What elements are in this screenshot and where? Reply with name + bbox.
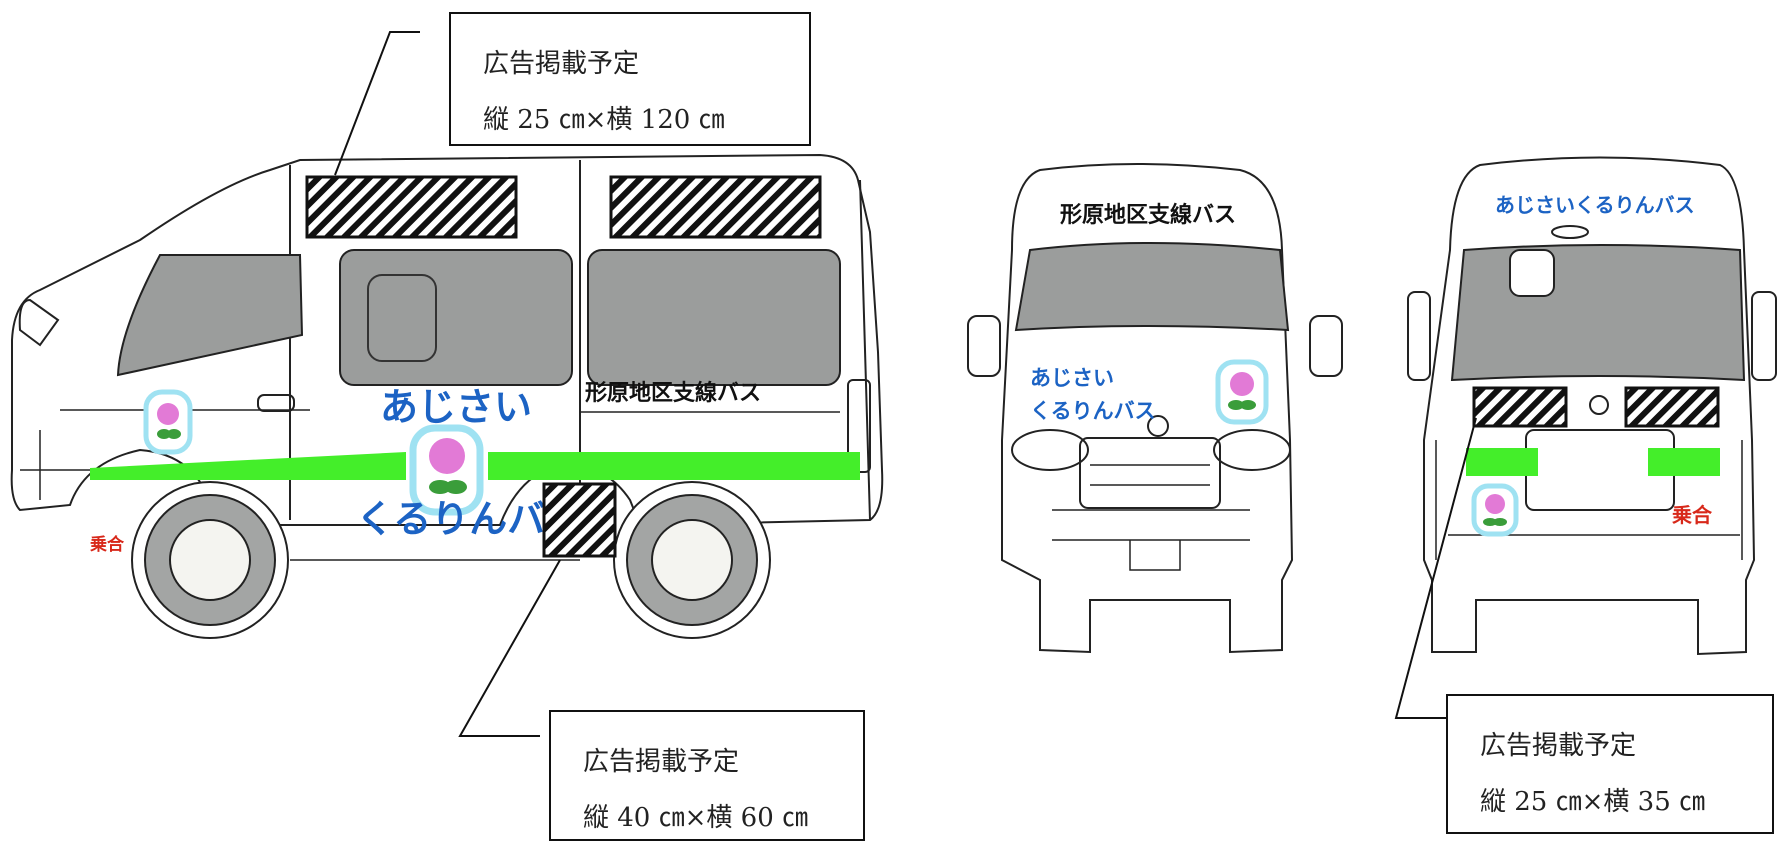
leader-line-roof	[334, 31, 420, 176]
front-brand-line1: あじさい	[1030, 366, 1114, 390]
side-small-badge	[143, 389, 193, 455]
rear-plate-mark: 乗合	[1672, 503, 1713, 527]
callout-rear-size: 縦 25 ㎝×横 35 ㎝	[1480, 787, 1706, 817]
rear-brand: あじさいくるりんバス	[1495, 193, 1695, 217]
side-window-rear	[587, 249, 841, 386]
side-mirror	[18, 298, 60, 347]
rear-ad-right	[1624, 386, 1720, 428]
rear-mirror-left	[1407, 291, 1431, 381]
side-brand-top: あじさい	[380, 385, 532, 429]
side-ad-roof-rear	[609, 175, 822, 239]
callout-roof-ad: 広告掲載予定 縦 25 ㎝×横 120 ㎝	[449, 12, 811, 146]
callout-door-ad: 広告掲載予定 縦 40 ㎝×横 60 ㎝	[549, 710, 865, 841]
front-mirror-right	[1309, 315, 1343, 377]
side-plate-mark: 乗合	[89, 534, 125, 555]
callout-roof-size: 縦 25 ㎝×横 120 ㎝	[483, 105, 725, 135]
side-green-stripe-rear	[488, 452, 860, 480]
side-large-badge	[409, 424, 484, 516]
rear-green-stripe-right	[1648, 448, 1720, 476]
callout-roof-title: 広告掲載予定	[483, 49, 640, 79]
rear-ad-left	[1472, 386, 1568, 428]
side-front-window	[116, 254, 304, 377]
callout-rear-title: 広告掲載予定	[1480, 731, 1637, 761]
front-brand-line2: くるりんバス	[1030, 399, 1156, 423]
callout-door-size: 縦 40 ㎝×横 60 ㎝	[583, 803, 809, 833]
rear-green-stripe-left	[1466, 448, 1538, 476]
front-windshield	[1014, 242, 1290, 332]
callout-rear-ad: 広告掲載予定 縦 25 ㎝×横 35 ㎝	[1446, 694, 1774, 834]
side-ad-roof-front	[305, 175, 518, 239]
callout-door-title: 広告掲載予定	[583, 747, 740, 777]
rear-window	[1450, 244, 1746, 382]
rear-badge	[1471, 483, 1519, 537]
front-badge	[1215, 359, 1269, 425]
rear-mirror-right	[1751, 291, 1777, 381]
leader-line-door	[458, 559, 561, 737]
rear-view	[1407, 156, 1777, 656]
side-window-middle	[339, 249, 573, 386]
side-view	[10, 153, 884, 639]
front-mirror-left	[967, 315, 1001, 377]
front-view	[967, 163, 1343, 654]
front-headlight-right	[1213, 429, 1291, 471]
front-grille	[1079, 437, 1221, 509]
side-route-name: 形原地区支線バス	[585, 380, 761, 406]
side-green-stripe	[90, 452, 406, 480]
front-headlight-left	[1011, 429, 1089, 471]
front-route-name: 形原地区支線バス	[1060, 202, 1236, 228]
leader-line-rear	[1394, 417, 1477, 719]
side-ad-door	[542, 482, 617, 558]
